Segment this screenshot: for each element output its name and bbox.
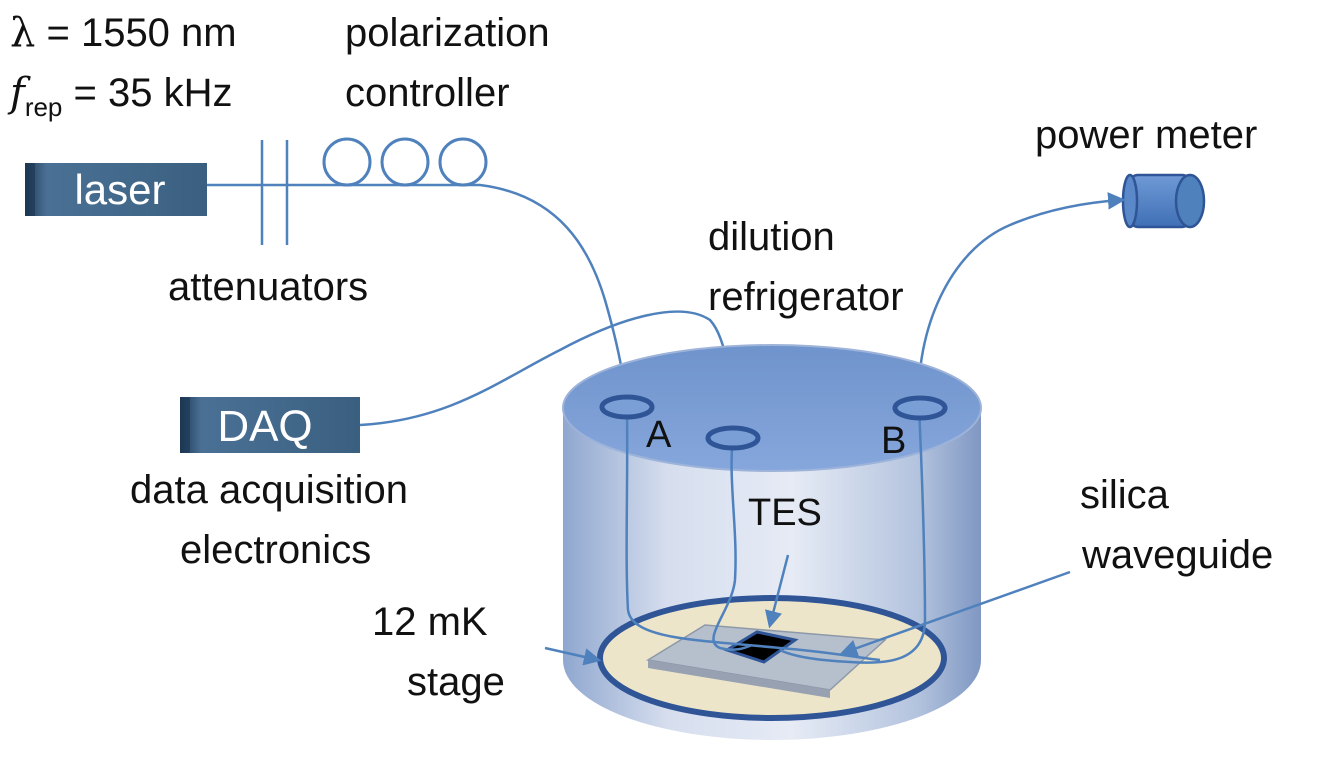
tes-label: TES [748, 492, 822, 534]
lambda-param: λ = 1550 nm [10, 10, 237, 56]
power-meter-label: power meter [1035, 113, 1257, 157]
daq-desc-line2: electronics [180, 528, 371, 572]
stage-label-line2: stage [407, 660, 505, 704]
fiber-inside-a [625, 409, 881, 662]
daq-box: DAQ [180, 397, 360, 453]
laser-label: laser [74, 166, 165, 213]
stage-label-line1: 12 mK [372, 600, 488, 644]
power-meter [1121, 173, 1206, 229]
attenuators [260, 140, 289, 245]
tes-arrow [765, 554, 790, 629]
port-b-label: B [881, 420, 906, 462]
port-daq [705, 425, 761, 451]
stage-arrow [544, 646, 602, 666]
laser-box: laser [25, 163, 207, 216]
tes-wiring [712, 435, 753, 651]
port-b [892, 395, 948, 421]
attenuators-label: attenuators [168, 265, 368, 309]
polarization-label: polarization [345, 11, 550, 55]
daq-desc-line1: data acquisition [130, 468, 408, 512]
frep-param: frep = 35 kHz [7, 70, 232, 122]
fiber-to-power-meter [917, 192, 1126, 409]
controller-label: controller [345, 71, 510, 115]
waveguide-arrow [839, 570, 1071, 657]
dilution-label: dilution [708, 215, 835, 259]
port-a-label: A [646, 414, 672, 456]
waveguide-label: waveguide [1081, 533, 1273, 577]
fiber-inside-b [779, 407, 927, 664]
refrigerator-label: refrigerator [708, 275, 904, 319]
polarization-controller [322, 137, 488, 187]
port-a [599, 394, 655, 420]
daq-label: DAQ [217, 402, 312, 451]
fiber-to-port-a [330, 183, 629, 411]
silica-label: silica [1080, 473, 1170, 517]
